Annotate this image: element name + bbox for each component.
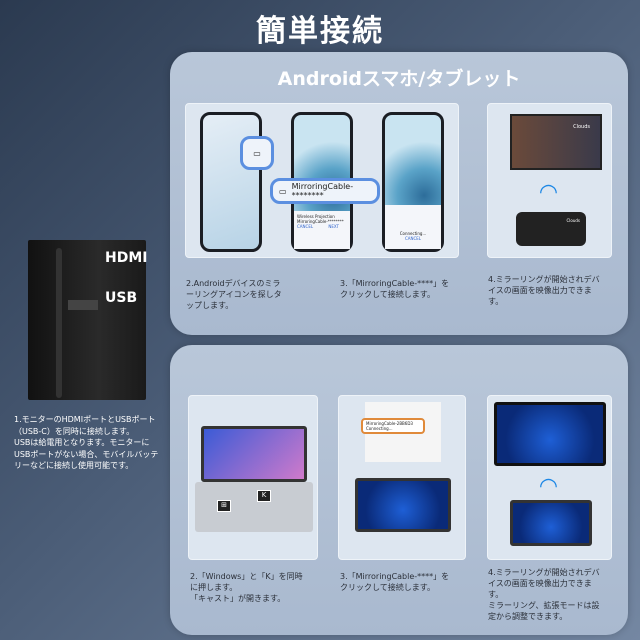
connecting-cancel[interactable]: CANCEL bbox=[404, 236, 422, 241]
windows-step2: 2.「Windows」と「K」を同時に押します。 「キャスト」が開きます。 bbox=[190, 572, 303, 603]
windows-step3: 3.「MirroringCable-****」をクリックして接続します。 bbox=[340, 572, 450, 592]
windows-step4: 4.ミラーリングが開始されデバイスの画面を映像出力できます。 ミラーリング、拡張… bbox=[488, 568, 600, 621]
dialog-cancel[interactable]: CANCEL bbox=[297, 224, 314, 229]
phone-song-title: Clouds bbox=[566, 218, 580, 223]
android-step3: 3.「MirroringCable-****」をクリックして接続します。 bbox=[340, 279, 450, 299]
windows-cast-card: MirroringCable-2BB6D3 Connecting... bbox=[338, 395, 466, 560]
dialog-item[interactable]: MirroringCable-******** bbox=[297, 219, 344, 224]
tv-screen: Clouds bbox=[510, 114, 602, 170]
page-title: 簡単接続 bbox=[256, 14, 384, 49]
android-panel: Androidスマホ/タブレット ▭ Wireless Projection M… bbox=[170, 52, 628, 335]
usb-label: USB bbox=[105, 290, 138, 306]
cast-device-status: Connecting... bbox=[366, 426, 393, 431]
cast-device-name: MirroringCable-2BB6D3 bbox=[366, 421, 413, 426]
android-step2: 2.Androidデバイスのミラーリングアイコンを探しタップします。 bbox=[186, 279, 282, 310]
wifi-icon-windows: ◠ bbox=[540, 474, 557, 499]
windows-panel: ⊞ K MirroringCable-2BB6D3 Connecting... … bbox=[170, 345, 628, 635]
android-steps-card: ▭ Wireless Projection MirroringCable-***… bbox=[185, 103, 459, 258]
wifi-icon: ◠ bbox=[540, 180, 557, 205]
android-step4: 4.ミラーリングが開始されデバイスの画面を映像出力できます。 bbox=[488, 275, 600, 306]
phone-connecting: Connecting... CANCEL bbox=[382, 112, 444, 252]
windows-keys-card: ⊞ K bbox=[188, 395, 318, 560]
laptop-screen-cast bbox=[355, 478, 451, 532]
laptop-screen-mirror bbox=[510, 500, 592, 546]
hdmi-label: HDMI bbox=[105, 250, 148, 266]
dialog-title: Wireless Projection bbox=[297, 214, 335, 219]
tv-song-title: Clouds bbox=[573, 124, 590, 130]
mirroringcable-popup: ▭ MirroringCable-******** bbox=[270, 178, 380, 204]
dialog-next[interactable]: NEXT bbox=[328, 224, 339, 229]
mirroring-icon: ▭ bbox=[240, 136, 274, 170]
keyboard: ⊞ K bbox=[195, 482, 313, 532]
laptop-screen bbox=[201, 426, 307, 482]
phone-control-panel bbox=[200, 112, 262, 252]
connecting-text: Connecting... bbox=[399, 231, 427, 236]
windows-key: ⊞ bbox=[217, 500, 231, 512]
windows-tv-card: ◠ bbox=[487, 395, 612, 560]
android-tv-card: Clouds ◠ Clouds bbox=[487, 103, 612, 258]
cast-icon: ▭ bbox=[279, 186, 287, 196]
step1-text: 1.モニターのHDMIポートとUSBポート（USB-C）を同時に接続します。 U… bbox=[14, 415, 159, 470]
tv-screen-windows bbox=[494, 402, 606, 466]
phone-landscape: Clouds bbox=[516, 212, 586, 246]
cable-photo bbox=[28, 240, 146, 400]
cast-device-item[interactable]: MirroringCable-2BB6D3 Connecting... bbox=[361, 418, 425, 434]
popup-device-name: MirroringCable-******** bbox=[291, 182, 354, 200]
android-title: Androidスマホ/タブレット bbox=[277, 68, 521, 90]
k-key: K bbox=[257, 490, 271, 502]
